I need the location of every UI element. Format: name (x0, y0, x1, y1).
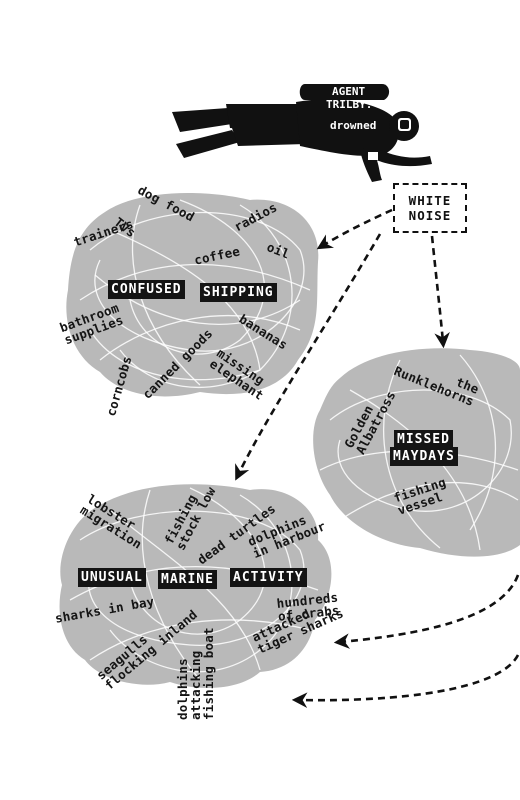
title-confused: CONFUSED (108, 280, 185, 299)
title-maydays: MAYDAYS (390, 447, 458, 466)
title-missed: MISSED (394, 430, 453, 449)
arrow-maydays-to-marine-1 (333, 574, 520, 649)
cloud-confused-shipping (66, 192, 319, 397)
title-shipping: SHIPPING (200, 283, 277, 302)
arrow-noise-to-shipping (316, 208, 393, 250)
title-unusual: UNUSUAL (78, 568, 146, 587)
title-confused-text: CONFUSED (108, 280, 185, 299)
title-activity-text: ACTIVITY (230, 568, 307, 587)
item-dolphins-attacking-fishing-boat: dolphins attacking fishing boat (175, 627, 216, 720)
white-noise-box: WHITE NOISE (393, 183, 467, 233)
arrow-maydays-to-marine-2 (291, 654, 520, 708)
title-maydays-text: MAYDAYS (390, 447, 458, 466)
title-unusual-text: UNUSUAL (78, 568, 146, 587)
diver-status: drowned (330, 119, 377, 132)
title-activity: ACTIVITY (230, 568, 307, 587)
diver-name-line1: AGENT (332, 85, 366, 98)
arrow-noise-to-maydays (430, 235, 450, 349)
title-missed-text: MISSED (394, 430, 453, 449)
diver-name-line2: TRILBY: (326, 98, 373, 111)
title-marine-text: MARINE (158, 570, 217, 589)
title-marine: MARINE (158, 570, 217, 589)
diver-silhouette (172, 84, 432, 182)
arrow-noise-to-marine (235, 233, 382, 481)
title-shipping-text: SHIPPING (200, 283, 277, 302)
